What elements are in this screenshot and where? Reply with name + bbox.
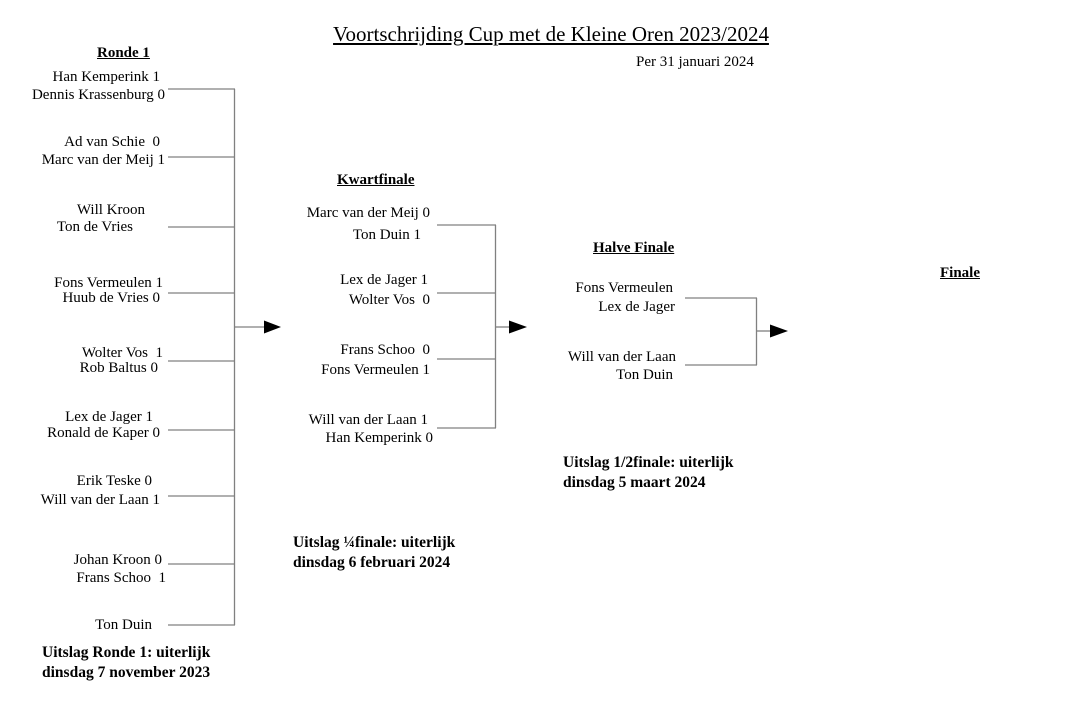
round-header-ronde1: Ronde 1 bbox=[97, 45, 150, 61]
halve-finale-entry-will-van-der-laan: Will van der Laan bbox=[567, 349, 676, 365]
ronde1-entry-fons-vermeulen: Fons Vermeulen 1 bbox=[54, 275, 163, 291]
kwartfinale-entry-ton-duin: Ton Duin 1 bbox=[352, 227, 421, 243]
ronde1-entry-marc-van-der-meij: Marc van der Meij 1 bbox=[41, 152, 165, 168]
ronde1-entry-frans-schoo: Frans Schoo 1 bbox=[76, 570, 166, 586]
ronde1-entry-lex-de-jager: Lex de Jager 1 bbox=[65, 409, 153, 425]
halve-finale-advance-arrow-icon bbox=[757, 324, 788, 338]
ronde1-entry-johan-kroon: Johan Kroon 0 bbox=[73, 552, 162, 568]
halve-finale-entry-fons-vermeulen: Fons Vermeulen bbox=[575, 280, 673, 296]
kwartfinale-advance-arrow-icon bbox=[496, 320, 527, 334]
ronde1-entry-erik-teske: Erik Teske 0 bbox=[76, 473, 152, 489]
kwartfinale-entry-lex-de-jager: Lex de Jager 1 bbox=[340, 272, 428, 288]
kwartfinale-entry-wolter-vos: Wolter Vos 0 bbox=[348, 292, 430, 308]
deadline-note-halve-finale: Uitslag 1/2finale: uiterlijk dinsdag 5 m… bbox=[563, 454, 734, 491]
ronde1-entry-ton-de-vries: Ton de Vries bbox=[56, 219, 133, 235]
kwartfinale-bracket-lines bbox=[437, 224, 497, 429]
halve-finale-entry-lex-de-jager: Lex de Jager bbox=[598, 299, 675, 315]
ronde1-entry-will-kroon: Will Kroon bbox=[76, 202, 145, 218]
kwartfinale-entry-frans-schoo: Frans Schoo 0 bbox=[340, 342, 430, 358]
round-header-kwartfinale: Kwartfinale bbox=[337, 172, 415, 188]
halve-finale-entry-ton-duin: Ton Duin bbox=[616, 367, 673, 383]
ronde1-entry-han-kemperink: Han Kemperink 1 bbox=[52, 69, 160, 85]
kwartfinale-entry-will-van-der-laan: Will van der Laan 1 bbox=[308, 412, 428, 428]
ronde1-entry-rob-baltus: Rob Baltus 0 bbox=[79, 360, 158, 376]
ronde1-bracket-lines bbox=[168, 88, 236, 626]
round-header-finale: Finale bbox=[940, 265, 980, 281]
ronde1-entry-ronald-de-kaper: Ronald de Kaper 0 bbox=[47, 425, 160, 441]
ronde1-entry-will-van-der-laan: Will van der Laan 1 bbox=[40, 492, 160, 508]
round-header-halve-finale: Halve Finale bbox=[593, 240, 675, 256]
deadline-note-kwartfinale: Uitslag ¼finale: uiterlijk dinsdag 6 feb… bbox=[293, 534, 456, 571]
kwartfinale-entry-fons-vermeulen: Fons Vermeulen 1 bbox=[321, 362, 430, 378]
ronde1-entry-ton-duin-bye: Ton Duin bbox=[95, 617, 152, 633]
ronde1-advance-arrow-icon bbox=[235, 320, 281, 334]
ronde1-entry-dennis-krassenburg: Dennis Krassenburg 0 bbox=[31, 87, 165, 103]
deadline-note-ronde1: Uitslag Ronde 1: uiterlijk dinsdag 7 nov… bbox=[42, 644, 211, 681]
page-subtitle-date: Per 31 januari 2024 bbox=[636, 54, 754, 70]
kwartfinale-entry-marc-van-der-meij: Marc van der Meij 0 bbox=[306, 205, 430, 221]
halve-finale-bracket-lines bbox=[685, 297, 758, 366]
kwartfinale-entry-han-kemperink: Han Kemperink 0 bbox=[325, 430, 433, 446]
ronde1-entry-huub-de-vries: Huub de Vries 0 bbox=[62, 290, 160, 306]
ronde1-entry-wolter-vos: Wolter Vos 1 bbox=[81, 345, 163, 361]
page-title: Voortschrijding Cup met de Kleine Oren 2… bbox=[333, 22, 769, 46]
ronde1-entry-ad-van-schie: Ad van Schie 0 bbox=[64, 134, 160, 150]
